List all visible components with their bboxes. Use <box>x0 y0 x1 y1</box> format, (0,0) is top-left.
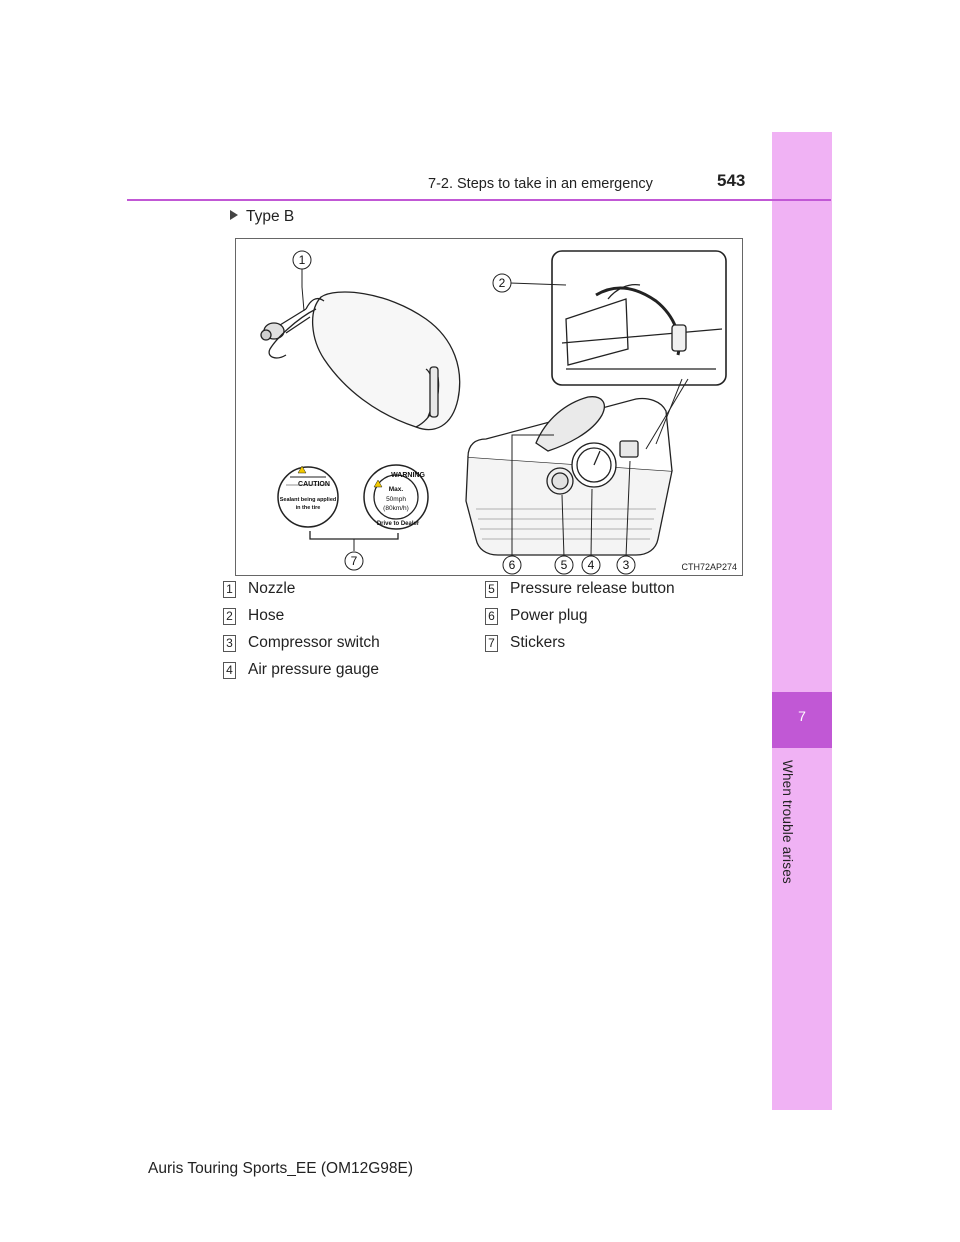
caution-sticker-text-1: Sealant being applied <box>280 497 337 503</box>
warning-sticker-speed-1: 50mph <box>386 496 406 503</box>
section-title: 7-2. Steps to take in an emergency <box>428 176 653 192</box>
chapter-side-tab <box>772 132 832 1110</box>
legend-item-power-plug: 6 Power plug <box>485 607 588 625</box>
legend-item-air-pressure-gauge: 4 Air pressure gauge <box>223 661 379 679</box>
caution-sticker-text-2: in the tire <box>296 505 321 511</box>
legend-label: Air pressure gauge <box>248 661 379 678</box>
callout-4-label: 4 <box>588 558 595 572</box>
legend-number: 7 <box>485 634 498 652</box>
leader-lines <box>301 269 689 565</box>
legend-number: 3 <box>223 634 236 652</box>
footer-model: Auris Touring Sports_EE (OM12G98E) <box>148 1160 414 1177</box>
warning-sticker-bottom: Drive to Dealer <box>377 521 420 527</box>
triangle-bullet-icon <box>230 210 238 220</box>
callout-6: 6 <box>502 555 522 575</box>
warning-sticker-title: WARNING <box>391 472 425 479</box>
callout-3-label: 3 <box>623 558 630 572</box>
legend-number: 1 <box>223 580 236 598</box>
repair-kit-illustration: CAUTION Sealant being applied in the tir… <box>260 250 727 575</box>
legend-item-hose: 2 Hose <box>223 607 284 625</box>
callout-7: 7 <box>344 551 364 571</box>
figure-code: CTH72AP274 <box>681 562 737 572</box>
chapter-title: When trouble arises <box>780 760 795 884</box>
sealant-bottle-drawing <box>260 291 461 431</box>
warning-sticker-speed-2: (80km/h) <box>383 505 409 512</box>
legend-item-compressor-switch: 3 Compressor switch <box>223 634 380 652</box>
callout-2-label: 2 <box>499 276 506 290</box>
legend-item-pressure-release-button: 5 Pressure release button <box>485 580 675 598</box>
type-heading: Type B <box>230 208 294 226</box>
legend-number: 6 <box>485 607 498 625</box>
callout-5: 5 <box>554 555 574 575</box>
legend-number: 2 <box>223 607 236 625</box>
legend-item-nozzle: 1 Nozzle <box>223 580 295 598</box>
page-number: 543 <box>717 171 746 190</box>
chapter-tab-active[interactable] <box>772 692 832 748</box>
warning-sticker-max: Max. <box>389 486 404 493</box>
legend-number: 4 <box>223 661 236 679</box>
callout-5-label: 5 <box>561 558 568 572</box>
callout-7-label: 7 <box>351 554 358 568</box>
caution-sticker-title: CAUTION <box>298 481 330 488</box>
callout-3: 3 <box>616 555 636 575</box>
hose-inset-drawing <box>551 250 727 386</box>
callout-1: 1 <box>292 250 312 270</box>
callout-2: 2 <box>492 273 512 293</box>
legend-number: 5 <box>485 580 498 598</box>
callout-4: 4 <box>581 555 601 575</box>
legend-label: Pressure release button <box>510 580 675 597</box>
legend-item-stickers: 7 Stickers <box>485 634 565 652</box>
tire-repair-kit-figure: CAUTION Sealant being applied in the tir… <box>235 238 743 576</box>
compressor-drawing <box>465 396 673 556</box>
callout-1-label: 1 <box>299 253 306 267</box>
header-rule <box>127 199 831 201</box>
legend-label: Stickers <box>510 634 566 651</box>
legend-label: Nozzle <box>248 580 296 597</box>
callout-6-label: 6 <box>509 558 516 572</box>
type-heading-text: Type B <box>246 208 295 225</box>
chapter-number: 7 <box>798 708 806 724</box>
legend-label: Power plug <box>510 607 588 624</box>
legend-label: Hose <box>248 607 285 624</box>
legend-label: Compressor switch <box>248 634 380 651</box>
